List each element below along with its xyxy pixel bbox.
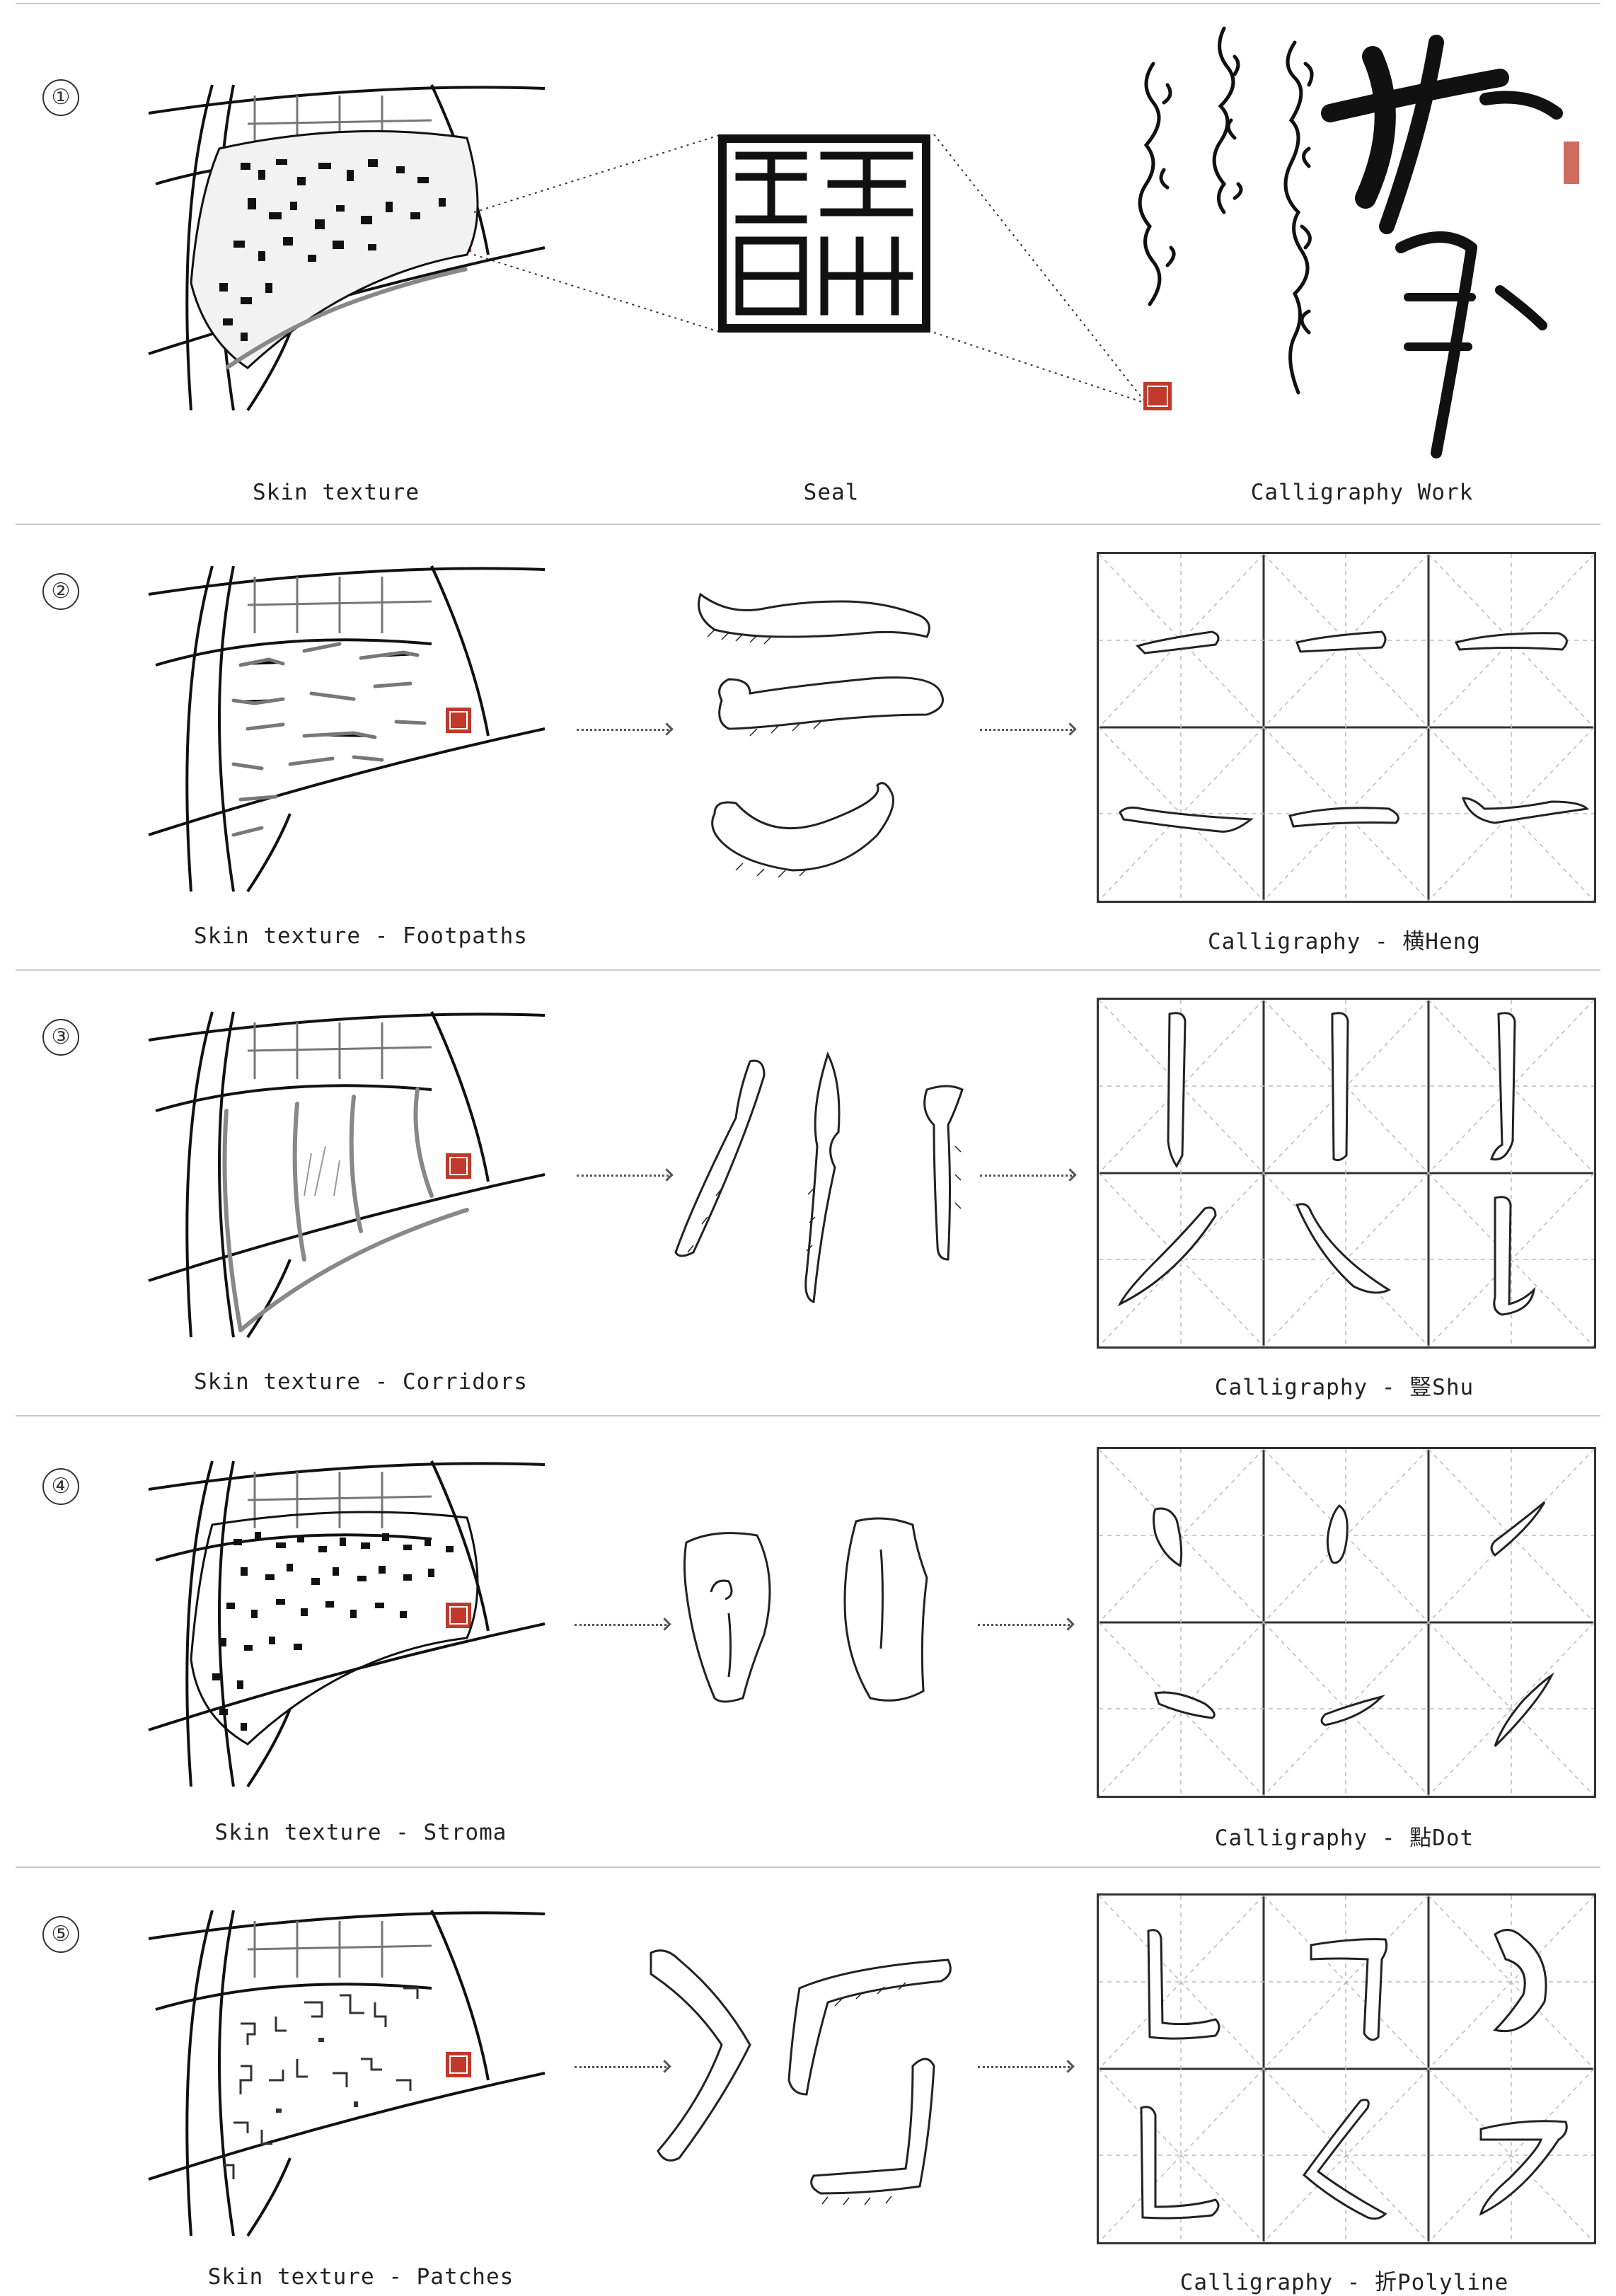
corridors-map — [134, 998, 559, 1351]
polyline-grid-cells — [1099, 1896, 1594, 2242]
arrow-sketch-to-grid — [980, 1175, 1072, 1177]
arrow-sketch-to-grid — [980, 729, 1072, 731]
stroma-dot-sketches — [672, 1507, 941, 1748]
row-3-number: ③ — [42, 1019, 79, 1056]
footpaths-map — [134, 552, 559, 906]
shu-grid-cells — [1099, 1000, 1594, 1346]
corridor-stroke-sketches — [651, 1047, 976, 1316]
label-polyline: Calligraphy - 折Polyline — [1146, 2264, 1542, 2296]
top-rule — [16, 3, 1600, 4]
arrow-map-to-sketch — [575, 1624, 666, 1626]
label-corridors: Skin texture - Corridors — [163, 1369, 559, 1395]
label-skin-texture: Skin texture — [177, 480, 495, 505]
label-seal: Seal — [754, 480, 909, 505]
label-heng: Calligraphy - 横Heng — [1146, 923, 1542, 955]
footpath-stroke-sketches — [686, 580, 969, 892]
arrow-sketch-to-grid — [978, 2066, 1070, 2068]
label-patches: Skin texture - Patches — [163, 2264, 559, 2290]
dot-practice-grid — [1097, 1447, 1596, 1798]
heng-grid-cells — [1099, 554, 1594, 901]
label-calligraphy-work: Calligraphy Work — [1203, 480, 1521, 505]
stroma-map — [134, 1447, 559, 1801]
row-1-number: ① — [42, 79, 79, 116]
row-2-number: ② — [42, 573, 79, 610]
seal-stamp — [718, 134, 930, 333]
row-5-number: ⑤ — [42, 1916, 79, 1953]
row-divider — [16, 969, 1600, 971]
dot-grid-cells — [1099, 1449, 1594, 1796]
row-divider — [16, 524, 1600, 525]
row-4-number: ④ — [42, 1468, 79, 1505]
label-stroma: Skin texture - Stroma — [163, 1820, 559, 1845]
shu-practice-grid — [1097, 998, 1596, 1349]
patches-map — [134, 1896, 559, 2250]
label-footpaths: Skin texture - Footpaths — [163, 923, 559, 949]
row-divider — [16, 1867, 1600, 1868]
calligraphy-work — [1104, 14, 1599, 467]
label-shu: Calligraphy - 豎Shu — [1146, 1369, 1542, 1401]
arrow-sketch-to-grid — [978, 1624, 1070, 1626]
label-dot: Calligraphy - 點Dot — [1146, 1820, 1542, 1852]
row-divider — [16, 1415, 1600, 1417]
heng-practice-grid — [1097, 552, 1596, 903]
polyline-practice-grid — [1097, 1893, 1596, 2244]
patch-polyline-sketches — [637, 1946, 976, 2250]
arrow-map-to-sketch — [577, 729, 669, 731]
